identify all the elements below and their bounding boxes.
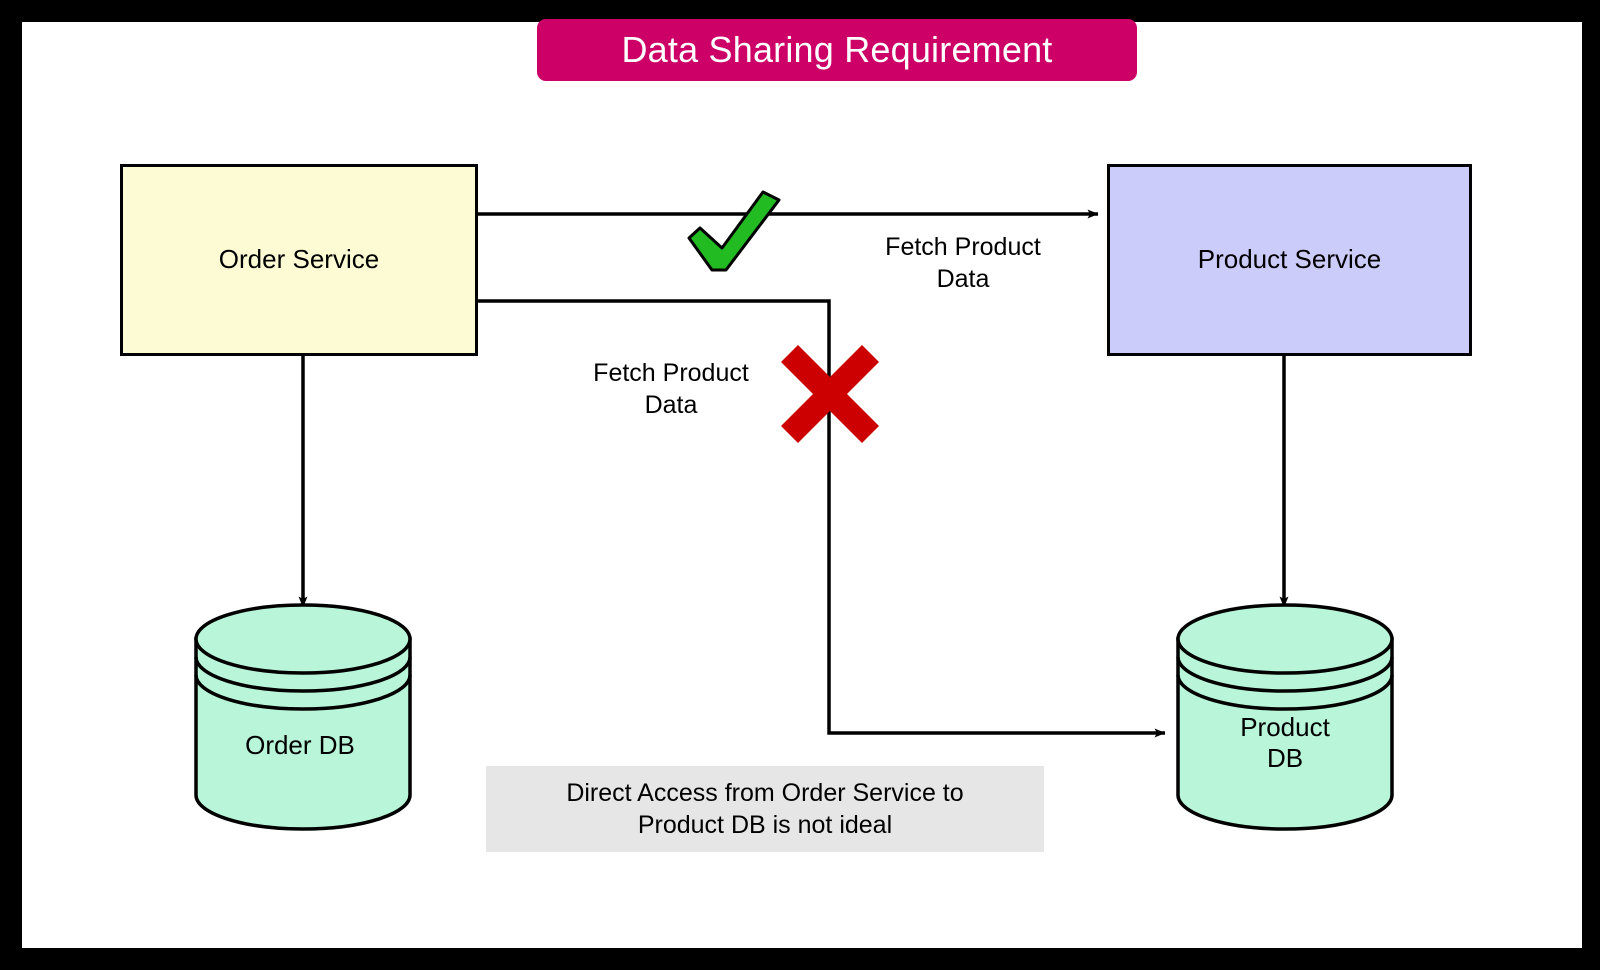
node-order-service[interactable]: Order Service: [120, 164, 478, 356]
edge-order-service-to-product-db: [478, 299, 1166, 738]
node-product-service[interactable]: Product Service: [1107, 164, 1472, 356]
note-box: Direct Access from Order Service to Prod…: [486, 766, 1044, 852]
node-order-service-label: Order Service: [218, 244, 380, 275]
node-product-db-label: Product DB: [1240, 712, 1330, 774]
node-product-service-label: Product Service: [1197, 244, 1382, 275]
check-mark-icon: [687, 190, 781, 272]
page-title: Data Sharing Requirement: [621, 29, 1053, 70]
node-order-db-label: Order DB: [245, 730, 355, 760]
edge-label-fetch-product-data-blocked: Fetch Product Data: [593, 359, 749, 419]
note-text: Direct Access from Order Service to Prod…: [566, 778, 964, 840]
order-db-cylinder: [194, 603, 412, 831]
diagram-title-banner: Data Sharing Requirement: [537, 19, 1137, 81]
edge-label-fetch-product-data-allowed: Fetch Product Data: [885, 233, 1041, 293]
product-db-cylinder: [1176, 603, 1394, 831]
cross-mark-icon: [781, 345, 879, 443]
